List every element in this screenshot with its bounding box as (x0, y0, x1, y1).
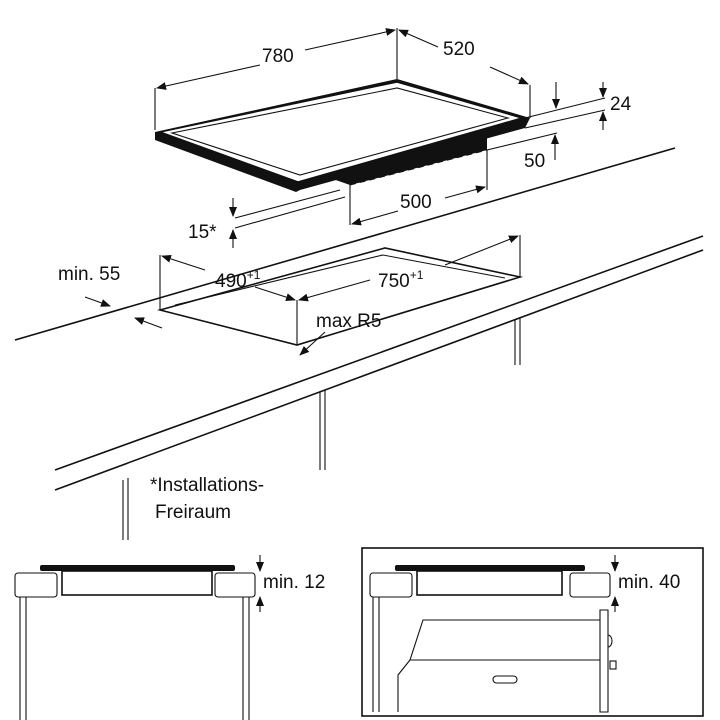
dimension-lines (154, 28, 607, 248)
label-width: 780 (262, 46, 294, 67)
label-radius: max R5 (316, 311, 381, 332)
hob-drawing (155, 79, 530, 192)
label-cutout-width: 750+1 (378, 268, 424, 292)
section-min-12 (14, 555, 264, 720)
label-body-width: 500 (400, 192, 432, 213)
label-thickness: 24 (610, 94, 632, 115)
label-depth: 520 (443, 39, 475, 60)
footnote-line1: *Installations- (150, 475, 264, 496)
label-min-front: min. 55 (58, 264, 120, 285)
section-min-40 (361, 547, 704, 717)
footnote-line2: Freiraum (155, 502, 231, 523)
label-cutout-depth: 490+1 (215, 268, 261, 292)
label-min-gap-right: min. 40 (618, 572, 680, 593)
label-clearance: 15* (188, 222, 217, 243)
worktop-drawing (14, 147, 704, 540)
label-body-height: 50 (524, 151, 545, 172)
cabinet-legs (122, 318, 521, 540)
label-min-gap-left: min. 12 (263, 572, 325, 593)
